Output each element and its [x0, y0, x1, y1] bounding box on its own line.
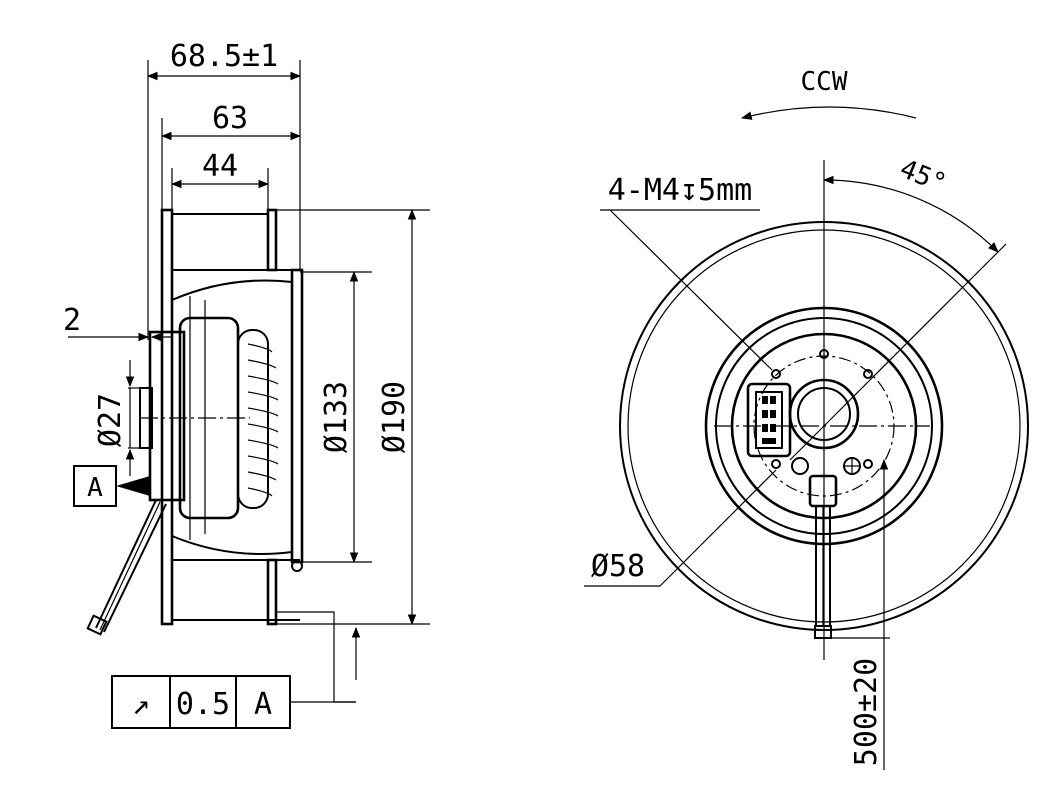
runout-symbol: ↗	[132, 687, 150, 722]
dim-outer-diameter: Ø190	[276, 208, 430, 626]
side-view: A 68.5±1 63 44 2	[63, 39, 430, 729]
dim-offset-2: 2	[63, 303, 172, 342]
runout-leader	[276, 611, 361, 703]
dim-outer-diameter-label: Ø190	[377, 381, 412, 453]
screw-holes	[771, 349, 873, 469]
screw-spec-label: 4-M4↧5mm	[608, 173, 753, 208]
runout-tolerance-frame: ↗ 0.5 A	[111, 675, 291, 729]
dim-inlet-diameter-label: Ø133	[319, 381, 354, 453]
dim-width-44-label: 44	[202, 149, 238, 184]
bolt-circle-callout: Ø58	[584, 469, 777, 587]
dim-overall-width: 68.5±1	[146, 39, 302, 340]
screw-hole-top	[819, 349, 829, 359]
cable-side	[86, 499, 167, 636]
rotor-fins	[247, 343, 279, 497]
dim-width-63: 63	[160, 101, 302, 210]
dim-hub-diameter-label: Ø27	[93, 393, 128, 447]
datum-triangle	[116, 476, 150, 496]
cable-length-dimension: 500±20	[830, 458, 890, 770]
screw-left	[791, 457, 809, 475]
cable-front	[808, 474, 838, 639]
angle-45-line	[789, 243, 1007, 461]
dim-overall-width-label: 68.5±1	[170, 39, 278, 74]
runout-datum: A	[254, 687, 272, 722]
front-view: CCW 45°	[584, 67, 1029, 770]
angle-label: 45°	[896, 154, 951, 199]
screw-hole-right	[863, 369, 873, 379]
dim-offset-2-label: 2	[63, 303, 81, 338]
datum-a: A	[73, 465, 150, 507]
connector-block	[746, 382, 792, 458]
ccw-rotation-arrow: CCW	[740, 67, 917, 120]
cable-length-label: 500±20	[849, 658, 884, 766]
screw-hole-bottom-left	[771, 459, 781, 469]
angle-45-dimension: 45°	[822, 154, 999, 253]
bolt-circle-diameter-label: Ø58	[591, 549, 645, 584]
screw-hole-bottom-right	[863, 459, 873, 469]
screw-spec-callout: 4-M4↧5mm	[600, 173, 773, 371]
rotation-label: CCW	[801, 67, 848, 97]
dim-width-44: 44	[170, 149, 270, 210]
dim-hub-diameter: Ø27	[93, 360, 142, 476]
dim-inlet-diameter: Ø133	[300, 270, 372, 564]
fan-housing-side	[139, 208, 304, 626]
screw-hole-left	[771, 369, 781, 379]
screw-right	[843, 457, 861, 475]
runout-value: 0.5	[176, 687, 230, 722]
datum-a-label: A	[87, 473, 103, 503]
dim-width-63-label: 63	[212, 101, 248, 136]
